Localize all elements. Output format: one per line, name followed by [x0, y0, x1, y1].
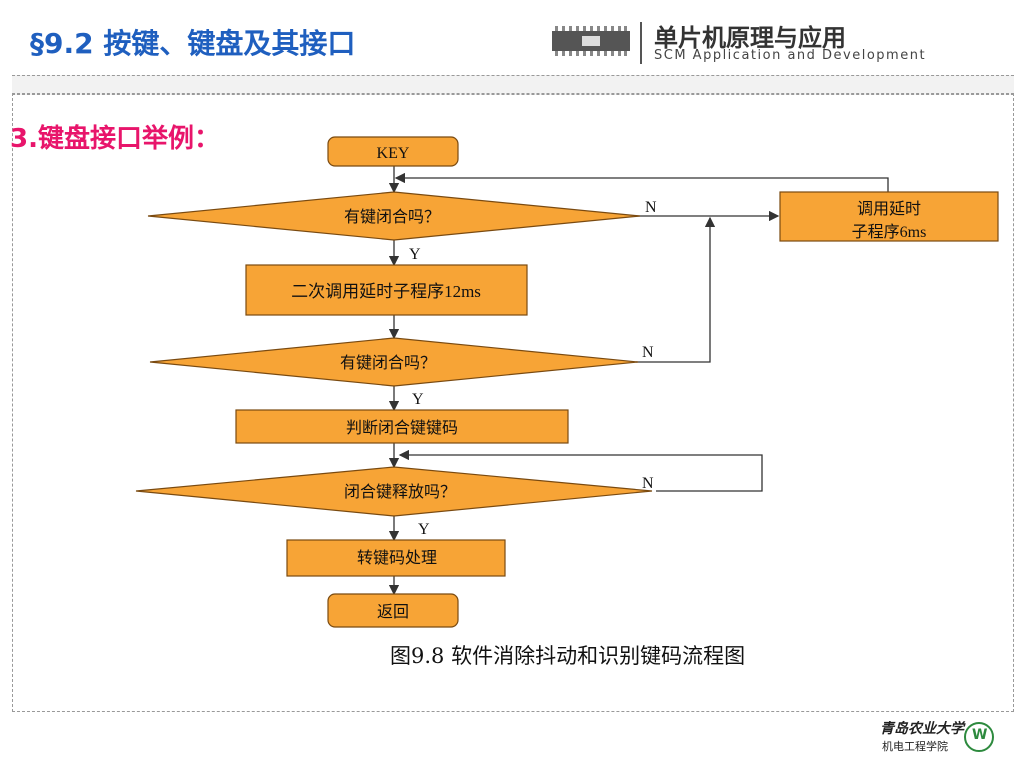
process-label: 转键码处理: [357, 549, 437, 567]
process-box: [286, 539, 506, 577]
decision-3-label: 闭合键释放吗？: [344, 483, 456, 501]
delay6-label-line2: 子程序6ms: [852, 223, 927, 241]
content-frame: [12, 93, 1014, 712]
section-title: §9.2 按键、键盘及其接口: [30, 27, 356, 60]
arrow-delay6-loop: [394, 172, 889, 192]
slide-subtitle: 3.键盘接口举例：: [10, 124, 220, 154]
arrow-d2-no-back: [636, 216, 716, 363]
header-band: [12, 75, 1014, 95]
start-terminal: [327, 136, 459, 167]
footer-logo: 青岛农业大学 机电工程学院: [880, 718, 1010, 763]
university-name: 青岛农业大学: [880, 721, 964, 737]
no-label-3: N: [642, 475, 654, 492]
delay12-box: [245, 264, 528, 316]
yes-label-2: Y: [412, 391, 424, 408]
college-name: 机电工程学院: [882, 740, 948, 753]
decision-3: [135, 466, 653, 517]
no-label-2: N: [642, 344, 654, 361]
arrow-d3-no-loop: [398, 449, 763, 492]
end-terminal: [327, 593, 459, 628]
decision-2: [149, 337, 639, 387]
start-label: KEY: [377, 145, 410, 162]
header-divider: [640, 22, 642, 64]
decision-2-label: 有键闭合吗？: [340, 354, 436, 372]
judge-box: [235, 409, 569, 444]
delay12-label: 二次调用延时子程序12ms: [291, 282, 481, 301]
chip-logo-icon: [552, 26, 630, 56]
decision-1-label: 有键闭合吗？: [344, 208, 440, 226]
delay6-box: [779, 191, 999, 242]
end-label: 返回: [377, 603, 409, 621]
decision-1: [147, 191, 641, 241]
brand-title: 单片机原理与应用: [654, 23, 846, 52]
university-emblem-icon: [964, 722, 994, 752]
figure-caption: 图9.8 软件消除抖动和识别键码流程图: [390, 644, 746, 668]
yes-label-1: Y: [409, 246, 421, 263]
brand-subtitle: SCM Application and Development: [654, 48, 927, 63]
no-label-1: N: [645, 199, 657, 216]
yes-label-3: Y: [418, 521, 430, 538]
judge-label: 判断闭合键键码: [346, 419, 458, 437]
delay6-label-line1: 调用延时: [857, 200, 921, 218]
